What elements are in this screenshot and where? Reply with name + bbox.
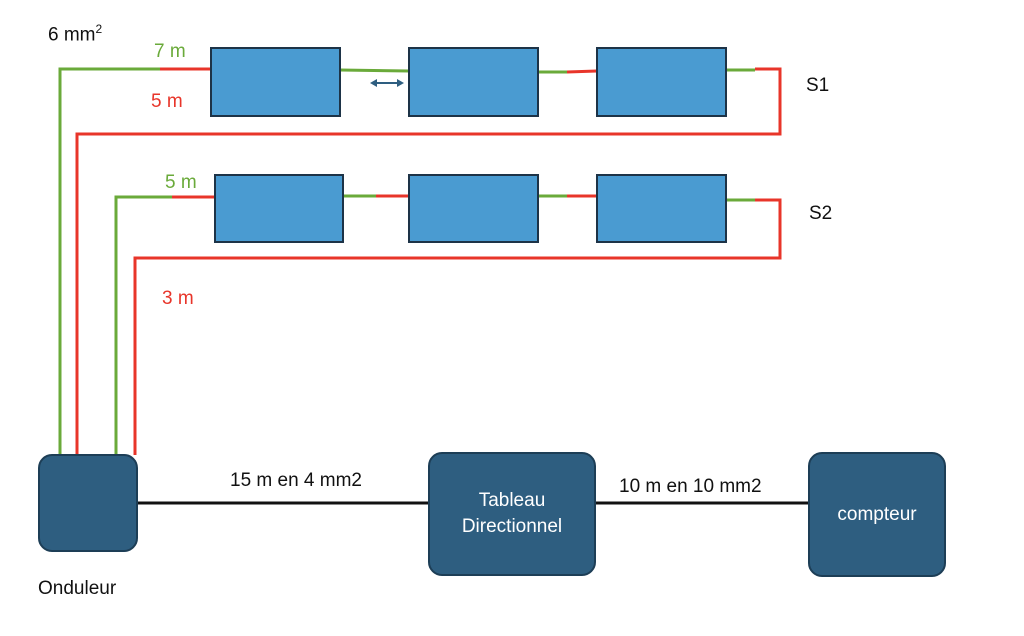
s1-positive-wire xyxy=(58,67,160,455)
solar-panel xyxy=(596,174,727,243)
s2-positive-length: 5 m xyxy=(165,172,197,193)
link2-label: 10 m en 10 mm2 xyxy=(619,476,762,497)
solar-panel xyxy=(408,47,539,117)
string-1-label: S1 xyxy=(806,75,830,96)
s1-negative-wire xyxy=(75,67,782,455)
inverter-box xyxy=(38,454,138,552)
s2-negative-length: 3 m xyxy=(162,288,194,309)
string-2-label: S2 xyxy=(809,203,833,224)
s1-positive-length: 7 m xyxy=(154,41,186,62)
s1-wire xyxy=(339,68,410,73)
meter-label: compteur xyxy=(837,503,917,525)
solar-panel xyxy=(596,47,727,117)
s2-negative-wire xyxy=(133,198,782,455)
s1-negative-length: 5 m xyxy=(151,91,183,112)
panel-label-line2: Directionnel xyxy=(461,516,563,537)
panel-label-line1: Tableau xyxy=(478,490,546,511)
solar-panel xyxy=(210,47,341,117)
link1-label: 15 m en 4 mm2 xyxy=(230,470,362,491)
solar-panel xyxy=(408,174,539,243)
double-arrow-icon xyxy=(370,79,404,87)
solar-panel xyxy=(214,174,344,243)
s1-wire xyxy=(566,69,598,74)
s2-positive-wire xyxy=(114,195,172,455)
meter-box: compteur xyxy=(808,452,946,577)
cable-section-label: 6 mm2 xyxy=(48,22,103,46)
inverter-label: Onduleur xyxy=(38,578,117,599)
